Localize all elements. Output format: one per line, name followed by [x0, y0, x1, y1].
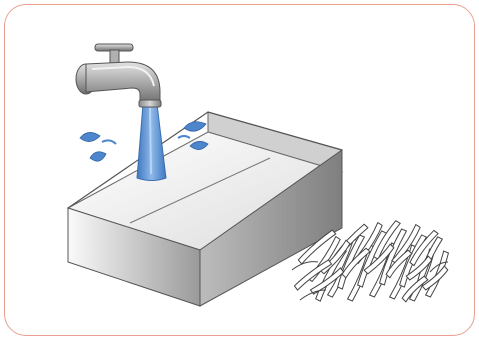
paper-curl	[292, 262, 318, 270]
faucet-icon	[76, 44, 161, 107]
water-stream	[137, 104, 166, 181]
water-splash-left	[80, 132, 116, 161]
